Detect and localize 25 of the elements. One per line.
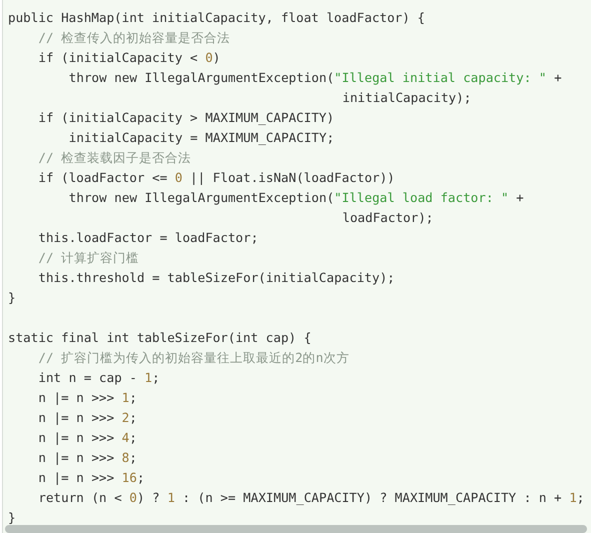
code-line: public HashMap(int initialCapacity, float loadFactor) { <box>8 9 426 27</box>
code-line: initialCapacity); <box>342 89 472 107</box>
code-line: n |= n >>> 1; <box>38 389 137 407</box>
code-line: if (initialCapacity > MAXIMUM_CAPACITY) <box>38 109 334 127</box>
code-comment: // 计算扩容门槛 <box>38 249 140 267</box>
code-line: if (initialCapacity < 0) <box>38 49 220 67</box>
code-comment: // 扩容门槛为传入的初始容量往上取最近的2的n次方 <box>38 349 350 367</box>
code-line: return (n < 0) ? 1 : (n >= MAXIMUM_CAPACITY) ? MAXIMUM_CAPACITY : n + 1; <box>38 489 584 507</box>
code-line: if (loadFactor <= 0 || Float.isNaN(loadFactor)) <box>38 169 395 187</box>
code-line: n |= n >>> 4; <box>38 429 137 447</box>
code-line: throw new IllegalArgumentException("Illegal load factor: " + <box>68 189 524 207</box>
code-line: static final int tableSizeFor(int cap) { <box>8 329 312 347</box>
code-line: throw new IllegalArgumentException("Illegal initial capacity: " + <box>68 69 562 87</box>
code-line: } <box>8 289 16 307</box>
code-line: int n = cap - 1; <box>38 369 160 387</box>
code-line: this.loadFactor = loadFactor; <box>38 229 258 247</box>
code-line: n |= n >>> 2; <box>38 409 137 427</box>
code-line: n |= n >>> 8; <box>38 449 137 467</box>
code-line: initialCapacity = MAXIMUM_CAPACITY; <box>68 129 334 147</box>
code-line: n |= n >>> 16; <box>38 469 145 487</box>
code-line: } <box>8 509 16 527</box>
code-comment: // 检查装载因子是否合法 <box>38 149 192 167</box>
code-comment: // 检查传入的初始容量是否合法 <box>38 29 230 47</box>
code-line: this.threshold = tableSizeFor(initialCapacity); <box>38 269 395 287</box>
code-line: loadFactor); <box>342 209 434 227</box>
